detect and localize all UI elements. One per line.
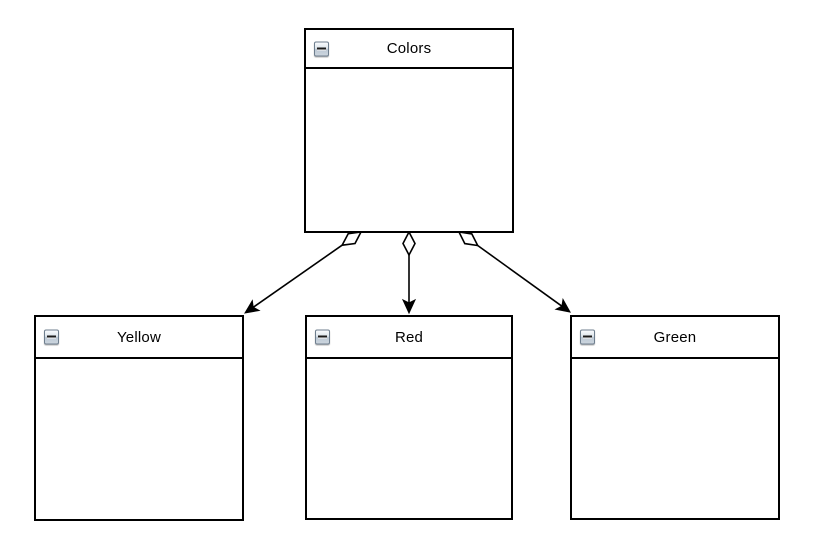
node-yellow[interactable]: Yellow [34,315,244,521]
node-green[interactable]: Green [570,315,780,520]
hollow-diamond-decoration [340,231,363,247]
node-body [572,359,778,518]
node-colors-header: Colors [306,30,512,69]
edge-line [477,244,563,307]
edge-line [252,244,343,308]
filled-arrow-decoration [244,299,261,314]
minus-icon [47,335,56,339]
node-yellow-header: Yellow [36,317,242,359]
collapse-button[interactable] [314,41,329,56]
node-body [36,359,242,519]
edge-colors-green[interactable] [457,230,571,313]
edge-colors-red[interactable] [401,230,417,315]
filled-arrow-decoration [554,298,571,313]
node-colors[interactable]: Colors [304,28,514,233]
hollow-diamond-decoration [457,230,480,247]
filled-arrow-decoration [401,298,417,315]
node-title: Red [394,328,424,346]
minus-icon [317,47,326,50]
node-body [307,359,511,518]
minus-icon [318,335,327,339]
node-title: Green [653,328,697,346]
node-green-header: Green [572,317,778,359]
edge-colors-yellow[interactable] [244,231,363,314]
node-body [306,69,512,231]
minus-icon [583,335,592,339]
hollow-diamond-decoration [402,230,416,257]
node-red[interactable]: Red [305,315,513,520]
collapse-button[interactable] [315,329,330,345]
collapse-button[interactable] [44,329,59,345]
node-red-header: Red [307,317,511,359]
collapse-button[interactable] [580,329,595,345]
node-title: Colors [386,40,432,57]
node-title: Yellow [116,328,161,346]
